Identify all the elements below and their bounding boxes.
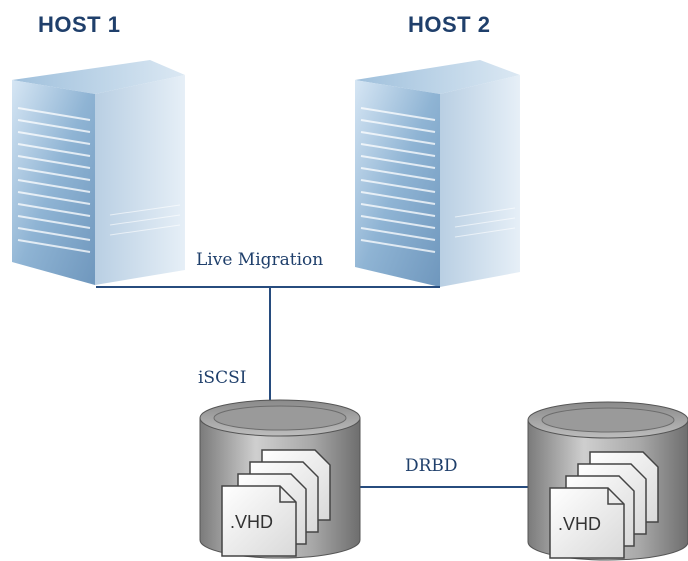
iscsi-label: iSCSI xyxy=(198,368,247,388)
vhd-file-stack-1-icon xyxy=(221,449,331,557)
vhd-file-stack-2-icon xyxy=(549,451,659,559)
vhd-file-label-2: .VHD xyxy=(558,514,602,534)
server-host-2-icon xyxy=(355,60,520,287)
server-host-1-icon xyxy=(12,60,185,285)
live-migration-label: Live Migration xyxy=(196,250,324,270)
host-1-label: HOST 1 xyxy=(38,12,121,37)
drbd-label: DRBD xyxy=(405,456,458,476)
vhd-file-label-1: .VHD xyxy=(230,512,274,532)
host-2-label: HOST 2 xyxy=(408,12,491,37)
